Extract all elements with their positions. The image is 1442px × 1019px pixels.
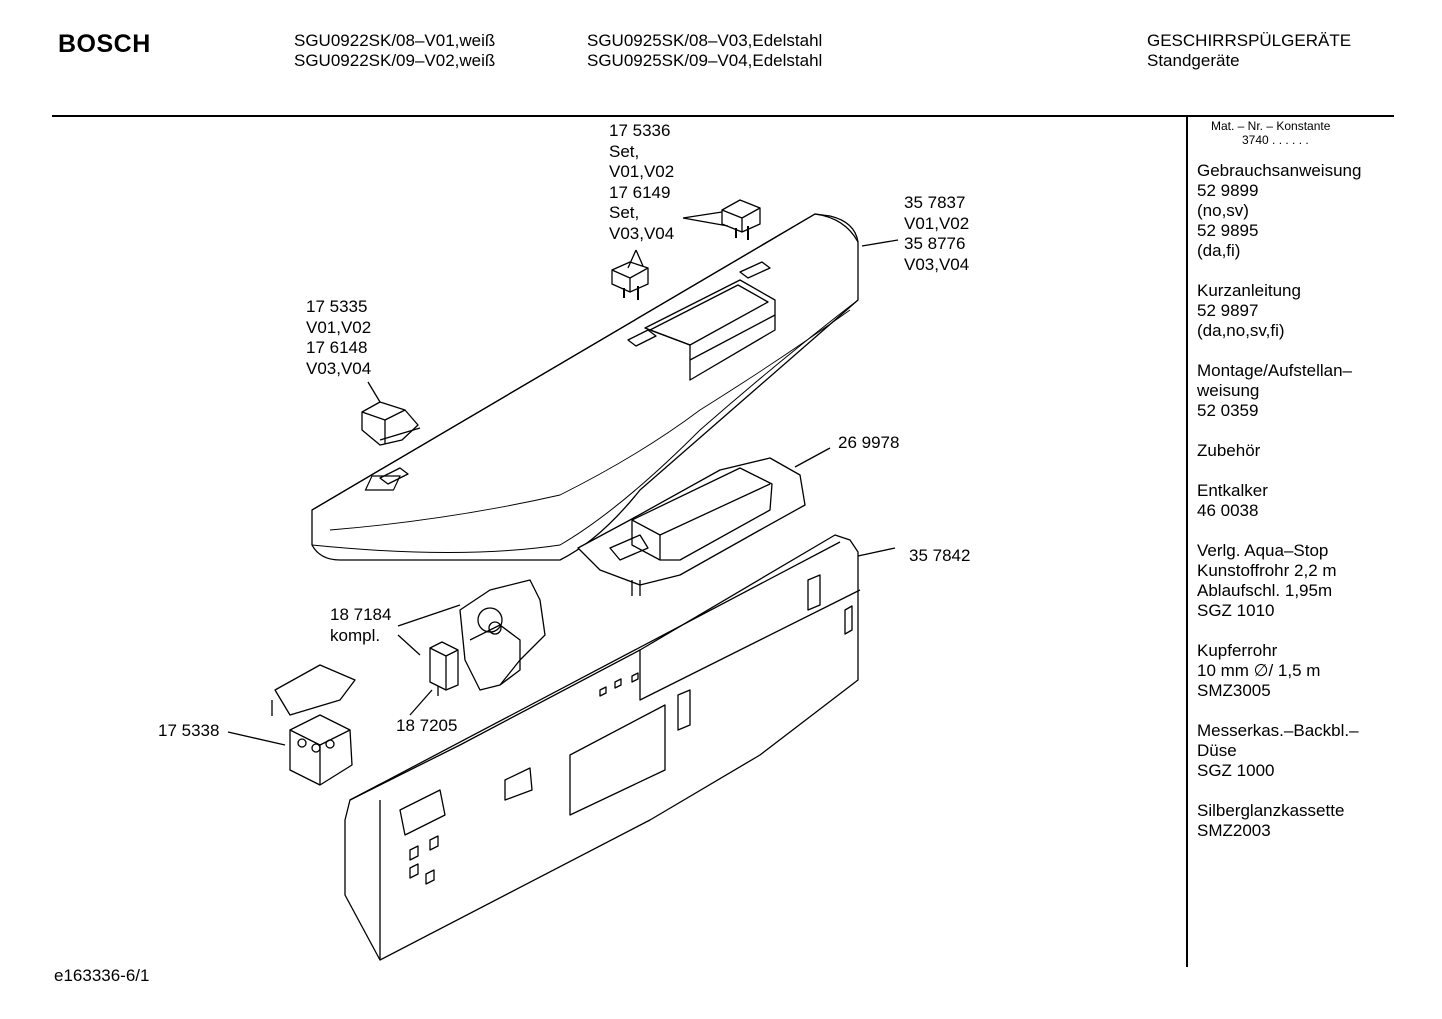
category-block: GESCHIRRSPÜLGERÄTE Standgeräte <box>1147 31 1351 71</box>
sidebar-line: Kurzanleitung <box>1197 281 1301 300</box>
mat-value: 3740 . . . . . . <box>1242 133 1309 147</box>
sidebar-line: Verlg. Aqua–Stop <box>1197 541 1329 560</box>
acc-descaler: Entkalker 46 0038 <box>1197 481 1361 521</box>
doc-installation: Montage/Aufstellan– weisung 52 0359 <box>1197 361 1361 421</box>
sidebar-line: weisung <box>1197 381 1260 400</box>
acc-silver-cassette: Silberglanzkassette SMZ2003 <box>1197 801 1361 841</box>
sidebar-accessories: Gebrauchsanweisung 52 9899 (no,sv) 52 98… <box>1197 161 1361 861</box>
part-note: kompl. <box>330 625 381 645</box>
small-relay <box>397 634 459 716</box>
acc-nozzle: Messerkas.–Backbl.– Düse SGZ 1000 <box>1197 721 1361 781</box>
sidebar-line: 46 0038 <box>1197 501 1259 520</box>
control-chassis <box>344 534 896 961</box>
accessories-heading: Zubehör <box>1197 441 1361 461</box>
sidebar-line: Silberglanzkassette <box>1197 801 1345 820</box>
model-entry: SGU0922SK/09–V02,weiß <box>294 51 496 70</box>
part-label-175335: 17 5335 V01,V02 17 6148 V03,V04 <box>306 297 371 379</box>
sidebar-line: Montage/Aufstellan– <box>1197 361 1352 380</box>
part-label-187184: 18 7184 kompl. <box>330 605 391 646</box>
sidebar-line: Entkalker <box>1197 481 1268 500</box>
model-entry: SGU0922SK/08–V01,weiß <box>294 31 496 50</box>
part-note: V03,V04 <box>609 223 675 243</box>
sidebar-line: Kupferrohr <box>1197 641 1278 660</box>
category-title: GESCHIRRSPÜLGERÄTE <box>1147 31 1352 50</box>
part-note: Set, <box>609 141 640 161</box>
part-number: 17 5335 <box>306 297 368 316</box>
door-switch <box>227 664 356 786</box>
mat-number-box: Mat. – Nr. – Konstante 3740 . . . . . . <box>1211 119 1330 147</box>
model-list-1: SGU0922SK/08–V01,weiß SGU0922SK/09–V02,w… <box>294 31 495 71</box>
category-subtitle: Standgeräte <box>1147 51 1240 70</box>
sidebar-divider <box>1186 117 1188 967</box>
sidebar-line: SMZ3005 <box>1197 681 1271 700</box>
model-list-2: SGU0925SK/08–V03,Edelstahl SGU0925SK/09–… <box>587 31 822 71</box>
sidebar-line: SGZ 1010 <box>1197 601 1275 620</box>
sidebar-line: (da,no,sv,fi) <box>1197 321 1285 340</box>
sidebar-line: SGZ 1000 <box>1197 761 1275 780</box>
leader-line <box>861 239 899 247</box>
part-note: V01,V02 <box>904 213 970 233</box>
part-label-175338: 17 5338 <box>158 721 219 742</box>
part-number: 17 5338 <box>158 721 220 740</box>
part-note: Set, <box>609 203 640 222</box>
switch-assembly <box>397 579 546 691</box>
acc-aqua-stop: Verlg. Aqua–Stop Kunstoffrohr 2,2 m Abla… <box>1197 541 1361 621</box>
part-number: 35 8776 <box>904 234 966 253</box>
mat-header: Mat. – Nr. – Konstante <box>1211 119 1331 133</box>
control-panel-fascia <box>311 213 859 561</box>
sidebar-line: 52 9895 <box>1197 221 1259 240</box>
brand-logo: BOSCH <box>58 30 151 58</box>
part-label-175336: 17 5336 Set, V01,V02 17 6149 Set, V03,V0… <box>609 121 674 244</box>
part-number: 35 7842 <box>909 546 971 565</box>
sidebar-line: Düse <box>1197 741 1237 760</box>
sidebar-line: Kunstoffrohr 2,2 m <box>1197 561 1337 580</box>
model-entry: SGU0925SK/09–V04,Edelstahl <box>587 51 823 70</box>
acc-copper-pipe: Kupferrohr 10 mm ∅/ 1,5 m SMZ3005 <box>1197 641 1361 701</box>
sidebar-line: (no,sv) <box>1197 201 1249 220</box>
part-label-357837: 35 7837 V01,V02 35 8776 V03,V04 <box>904 193 969 275</box>
sidebar-line: Messerkas.–Backbl.– <box>1197 721 1359 740</box>
part-note: V03,V04 <box>904 254 970 274</box>
part-number: 26 9978 <box>838 433 900 452</box>
button-set-upper <box>611 199 761 300</box>
sidebar-line: 52 9899 <box>1197 181 1259 200</box>
sidebar-line: 10 mm ∅/ 1,5 m <box>1197 661 1321 680</box>
part-number: 18 7184 <box>330 605 392 624</box>
part-number: 17 6148 <box>306 338 368 357</box>
part-number: 18 7205 <box>396 716 458 735</box>
part-number: 17 6149 <box>609 182 671 202</box>
sidebar-line: SMZ2003 <box>1197 821 1271 840</box>
sidebar-line: Gebrauchsanweisung <box>1197 161 1362 180</box>
sidebar-line: Ablaufschl. 1,95m <box>1197 581 1333 600</box>
sidebar-line: (da,fi) <box>1197 241 1241 260</box>
header-rule <box>52 115 1394 117</box>
part-label-269978: 26 9978 <box>838 433 899 454</box>
model-entry: SGU0925SK/08–V03,Edelstahl <box>587 31 823 50</box>
part-number: 17 5336 <box>609 121 671 140</box>
part-number: 35 7837 <box>904 193 966 212</box>
part-label-357842: 35 7842 <box>909 546 970 567</box>
part-note: V01,V02 <box>306 317 372 337</box>
doc-short-guide: Kurzanleitung 52 9897 (da,no,sv,fi) <box>1197 281 1361 341</box>
part-note: V01,V02 <box>609 162 675 181</box>
electronic-module <box>577 447 831 596</box>
sidebar-line: 52 9897 <box>1197 301 1259 320</box>
sidebar-line: Zubehör <box>1197 441 1261 460</box>
switch-part <box>361 381 421 446</box>
part-note: V03,V04 <box>306 358 372 378</box>
doc-manual: Gebrauchsanweisung 52 9899 (no,sv) 52 98… <box>1197 161 1361 261</box>
part-label-187205: 18 7205 <box>396 716 457 737</box>
sidebar-line: 52 0359 <box>1197 401 1259 420</box>
drawing-id: e163336-6/1 <box>54 966 150 985</box>
